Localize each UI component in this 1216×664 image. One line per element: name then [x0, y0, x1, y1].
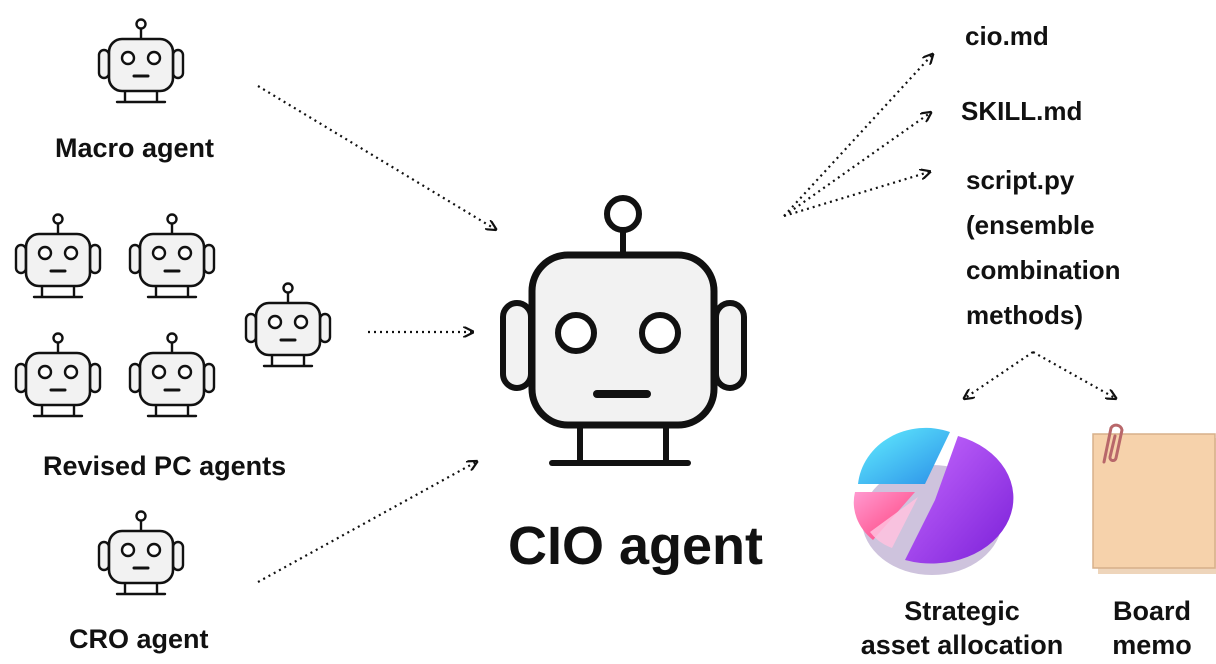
skill-md-file-label: SKILL.md — [961, 96, 1083, 126]
arrow-macro-to-cio — [257, 85, 495, 229]
cro-agent-label: CRO agent — [69, 624, 209, 654]
pc-agent-robot-icon — [128, 332, 216, 418]
macro-agent-label: Macro agent — [55, 133, 215, 163]
cio-robot-icon — [500, 195, 747, 466]
arrow-cro-to-cio — [257, 462, 476, 583]
arrow-to-allocation — [965, 351, 1034, 398]
cio-agent-label: CIO agent — [508, 516, 764, 576]
allocation-line-1: Strategic — [904, 596, 1020, 626]
paper-memo-icon — [1092, 423, 1216, 574]
macro-agent-robot-icon — [97, 18, 185, 104]
arrow-cio-to-skill-md — [783, 113, 930, 217]
pie-chart-icon — [853, 427, 1014, 575]
pc-agent-robot-icon — [14, 332, 102, 418]
arrow-cio-to-cio-md — [783, 55, 932, 217]
memo-line-2: memo — [1112, 630, 1192, 660]
revised-pc-agents-label: Revised PC agents — [43, 451, 287, 481]
arrow-to-memo — [1032, 351, 1115, 398]
script-line-2: (ensemble — [966, 210, 1095, 240]
paperclip-icon — [1102, 423, 1124, 464]
pc-agent-robot-icon — [14, 213, 102, 299]
script-line-4: methods) — [966, 300, 1083, 330]
pc-agent-robot-icon — [128, 213, 216, 299]
board-memo-label: Board memo — [1094, 594, 1210, 662]
script-py-file-label: script.py (ensemble combination methods) — [966, 158, 1121, 338]
script-line-1: script.py — [966, 165, 1075, 195]
memo-line-1: Board — [1112, 596, 1191, 626]
arrow-cio-to-script-py — [783, 172, 929, 218]
script-line-3: combination — [966, 255, 1121, 285]
cro-agent-robot-icon — [97, 510, 185, 596]
cio-md-file-label: cio.md — [965, 21, 1049, 51]
pc-agent-robot-icon — [244, 282, 332, 368]
allocation-line-2: asset allocation — [860, 630, 1064, 660]
strategic-allocation-label: Strategic asset allocation — [846, 594, 1078, 662]
